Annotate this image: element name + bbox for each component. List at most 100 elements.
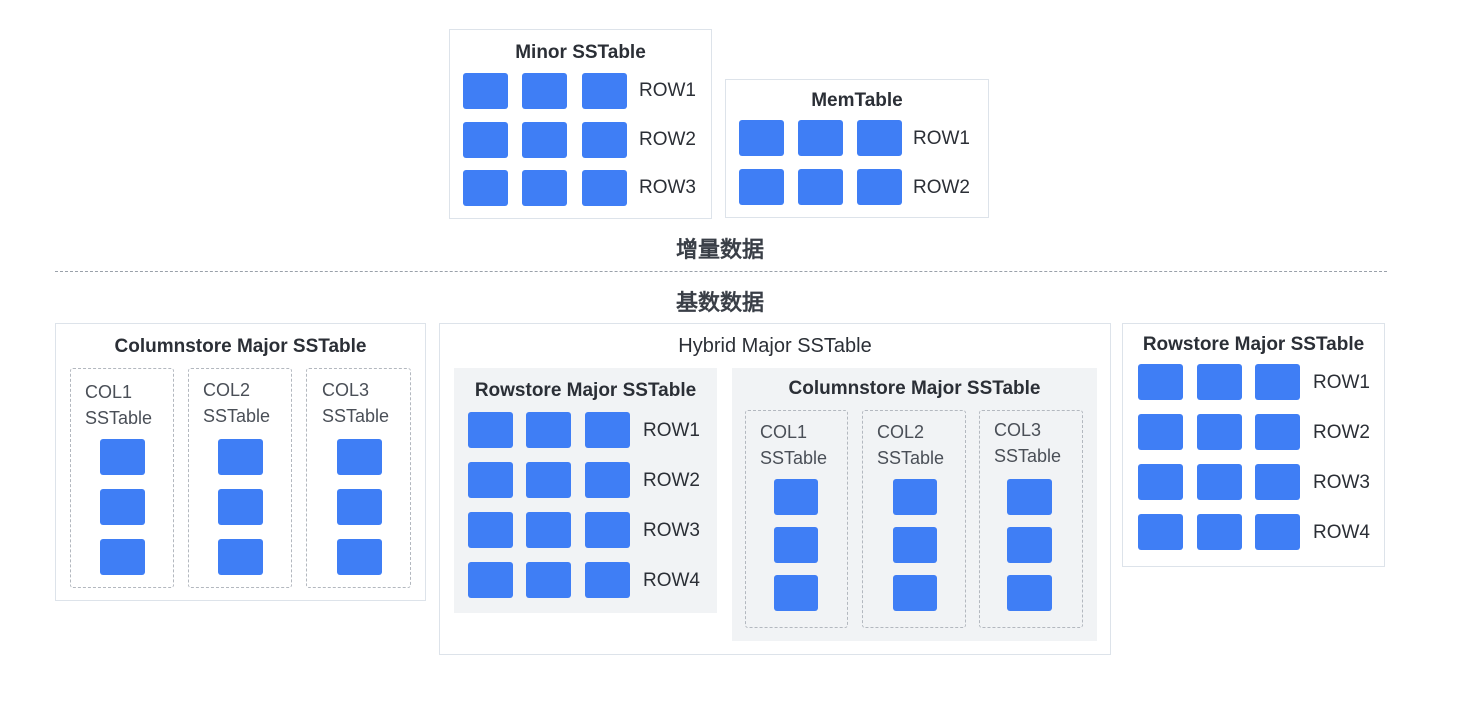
data-block (582, 170, 627, 206)
column-sstable-box: COL1 SSTable (70, 368, 174, 588)
data-block (1007, 479, 1052, 515)
data-block (1255, 464, 1300, 500)
data-block (893, 527, 937, 563)
column-sstable-box: COL2 SSTable (862, 410, 966, 628)
column-sstable-box: COL2 SSTable (188, 368, 292, 588)
data-block (857, 169, 902, 205)
data-block (468, 562, 513, 598)
data-block (582, 73, 627, 109)
column-label: COL2 (877, 422, 925, 442)
row-label: ROW2 (913, 177, 970, 198)
data-block (463, 73, 508, 109)
memtable-title: MemTable (811, 90, 903, 111)
data-block (522, 122, 567, 158)
hybrid-columnstore-panel: Columnstore Major SSTable COL1 SSTable C… (732, 368, 1097, 641)
data-block (1007, 575, 1052, 611)
column-sublabel: SSTable (203, 406, 271, 426)
column-label: COL1 (760, 422, 808, 442)
hybrid-rowstore-panel: Rowstore Major SSTable ROW1 ROW2 ROW3 RO… (454, 368, 717, 613)
row-label: ROW1 (643, 420, 700, 441)
data-block (1255, 514, 1300, 550)
column-sublabel: SSTable (85, 408, 153, 428)
column-sublabel: SSTable (877, 448, 945, 468)
data-block (463, 122, 508, 158)
column-sstable-box: COL1 SSTable (745, 410, 848, 628)
data-block (218, 539, 263, 575)
rowstore-major-title: Rowstore Major SSTable (1142, 334, 1365, 355)
column-sstable-box: COL3 SSTable (306, 368, 411, 588)
data-block (585, 412, 630, 448)
column-label: COL3 (322, 380, 370, 400)
hybrid-columnstore-title: Columnstore Major SSTable (788, 378, 1041, 399)
hybrid-major-title: Hybrid Major SSTable (678, 335, 872, 357)
data-block (1255, 414, 1300, 450)
columnstore-major-title: Columnstore Major SSTable (114, 336, 367, 357)
incremental-data-label: 增量数据 (675, 237, 764, 262)
row-label: ROW1 (913, 128, 970, 149)
data-block (522, 73, 567, 109)
data-block (526, 412, 571, 448)
column-label: COL3 (994, 420, 1042, 440)
data-block (893, 575, 937, 611)
row-label: ROW1 (1313, 372, 1370, 393)
data-block (1197, 414, 1242, 450)
column-sublabel: SSTable (760, 448, 828, 468)
data-block (218, 489, 263, 525)
data-block (1007, 527, 1052, 563)
column-label: COL2 (203, 380, 251, 400)
data-block (1197, 364, 1242, 400)
data-block (739, 120, 784, 156)
data-block (798, 120, 843, 156)
data-block (774, 527, 818, 563)
hybrid-major-panel: Hybrid Major SSTable Rowstore Major SSTa… (439, 323, 1111, 655)
data-block (585, 462, 630, 498)
row-label: ROW2 (639, 129, 696, 150)
data-block (100, 539, 145, 575)
data-block (585, 512, 630, 548)
columnstore-major-panel: Columnstore Major SSTable COL1 SSTable C… (55, 323, 426, 601)
data-block (100, 439, 145, 475)
data-block (582, 122, 627, 158)
data-block (526, 462, 571, 498)
data-block (585, 562, 630, 598)
data-block (463, 170, 508, 206)
minor-sstable-panel: Minor SSTable ROW1 ROW2 ROW3 (449, 29, 712, 219)
data-block (857, 120, 902, 156)
data-block (1138, 464, 1183, 500)
row-label: ROW4 (1313, 522, 1370, 543)
data-block (1197, 464, 1242, 500)
data-block (739, 169, 784, 205)
data-block (468, 512, 513, 548)
data-block (526, 512, 571, 548)
row-label: ROW3 (1313, 472, 1370, 493)
hybrid-rowstore-title: Rowstore Major SSTable (474, 380, 697, 401)
data-block (1138, 414, 1183, 450)
minor-sstable-title: Minor SSTable (515, 42, 646, 63)
data-block (1138, 364, 1183, 400)
column-sstable-box: COL3 SSTable (979, 410, 1083, 628)
data-block (798, 169, 843, 205)
data-block (1255, 364, 1300, 400)
data-block (522, 170, 567, 206)
row-label: ROW2 (1313, 422, 1370, 443)
column-sublabel: SSTable (994, 446, 1062, 466)
data-block (468, 462, 513, 498)
baseline-data-label: 基数数据 (675, 290, 764, 315)
data-block (100, 489, 145, 525)
column-sublabel: SSTable (322, 406, 390, 426)
row-label: ROW2 (643, 470, 700, 491)
data-block (337, 489, 382, 525)
data-block (774, 575, 818, 611)
memtable-panel: MemTable ROW1 ROW2 (725, 79, 989, 218)
row-label: ROW3 (639, 177, 696, 198)
row-label: ROW1 (639, 80, 696, 101)
data-block (893, 479, 937, 515)
column-label: COL1 (85, 382, 133, 402)
data-block (337, 539, 382, 575)
data-block (774, 479, 818, 515)
row-label: ROW3 (643, 520, 700, 541)
row-label: ROW4 (643, 570, 700, 591)
section-divider (55, 271, 1387, 272)
data-block (337, 439, 382, 475)
data-block (218, 439, 263, 475)
